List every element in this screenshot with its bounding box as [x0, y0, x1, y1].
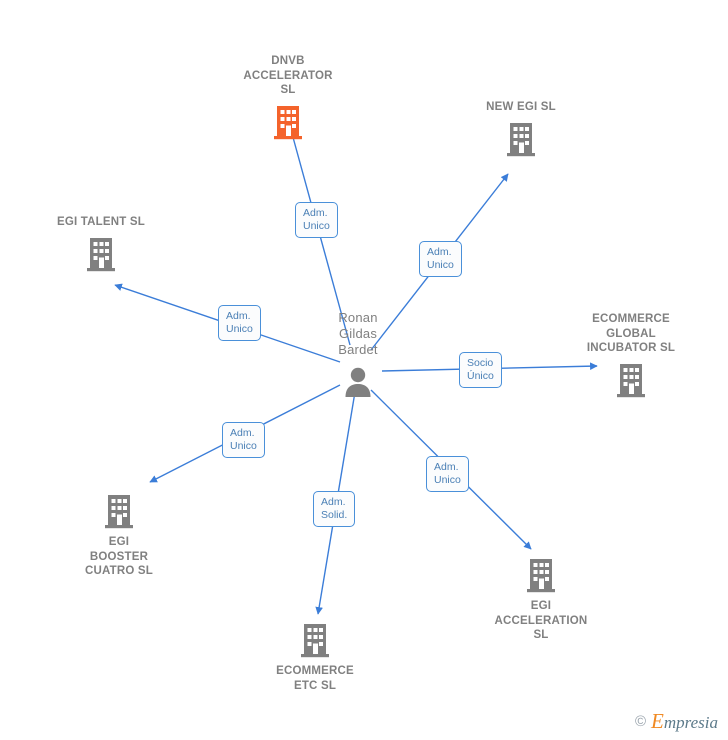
empresia-watermark: © Empresia: [635, 711, 718, 732]
building-icon: [274, 105, 302, 139]
edge-label-edge-new-egi[interactable]: Adm. Unico: [419, 241, 462, 277]
building-icon: [507, 122, 535, 156]
node-label-dnvb: DNVB ACCELERATOR SL: [243, 55, 333, 96]
edge-label-edge-egi-booster[interactable]: Adm. Unico: [222, 422, 265, 458]
node-label-egi-booster-cuatro: EGI BOOSTER CUATRO SL: [84, 536, 154, 577]
graph-node-ecommerce-global-incubator[interactable]: ECOMMERCE GLOBAL INCUBATOR SL: [551, 312, 711, 400]
graph-node-egi-talent[interactable]: EGI TALENT SL: [21, 215, 181, 274]
node-icon-ecommerce-etc[interactable]: [235, 620, 395, 660]
graph-node-new-egi[interactable]: NEW EGI SL: [441, 100, 601, 159]
edge-label-edge-egi-talent[interactable]: Adm. Unico: [218, 305, 261, 341]
node-icon-egi-booster-cuatro[interactable]: [39, 491, 199, 531]
building-icon: [527, 559, 555, 593]
node-icon-dnvb[interactable]: [208, 102, 368, 142]
person-icon: [345, 367, 371, 397]
node-icon-egi-acceleration[interactable]: [461, 555, 621, 595]
edge-label-edge-ecommerce-etc[interactable]: Adm. Solid.: [313, 491, 356, 527]
edge-label-edge-dnvb[interactable]: Adm. Unico: [295, 202, 338, 238]
graph-node-egi-acceleration[interactable]: EGI ACCELERATION SL: [461, 555, 621, 643]
node-icon-ecommerce-global-incubator[interactable]: [551, 360, 711, 400]
graph-node-center-person[interactable]: Ronan Gildas Bardet: [278, 310, 438, 402]
graph-node-egi-booster-cuatro[interactable]: EGI BOOSTER CUATRO SL: [39, 491, 199, 579]
node-icon-egi-talent[interactable]: [21, 234, 181, 274]
node-label-new-egi: NEW EGI SL: [486, 101, 556, 113]
brand-name: Empresia: [651, 711, 718, 732]
building-icon: [617, 363, 645, 397]
node-label-ecommerce-etc: ECOMMERCE ETC SL: [276, 665, 354, 692]
node-label-egi-talent: EGI TALENT SL: [57, 216, 145, 228]
brand-rest: mpresia: [663, 713, 718, 732]
node-icon-center-person[interactable]: [278, 362, 438, 402]
node-label-ecommerce-global-incubator: ECOMMERCE GLOBAL INCUBATOR SL: [586, 313, 676, 354]
copyright-icon: ©: [634, 713, 647, 730]
edge-label-edge-ecommerce-global[interactable]: Socio Único: [459, 352, 502, 388]
graph-node-ecommerce-etc[interactable]: ECOMMERCE ETC SL: [235, 620, 395, 693]
node-icon-new-egi[interactable]: [441, 119, 601, 159]
brand-initial: E: [651, 709, 664, 733]
edge-label-edge-egi-acceleration[interactable]: Adm. Unico: [426, 456, 469, 492]
node-label-egi-acceleration: EGI ACCELERATION SL: [494, 600, 588, 641]
node-label-center-person: Ronan Gildas Bardet: [338, 310, 378, 357]
graph-node-dnvb[interactable]: DNVB ACCELERATOR SL: [208, 54, 368, 142]
building-icon: [87, 237, 115, 271]
building-icon: [301, 624, 329, 658]
building-icon: [105, 495, 133, 529]
